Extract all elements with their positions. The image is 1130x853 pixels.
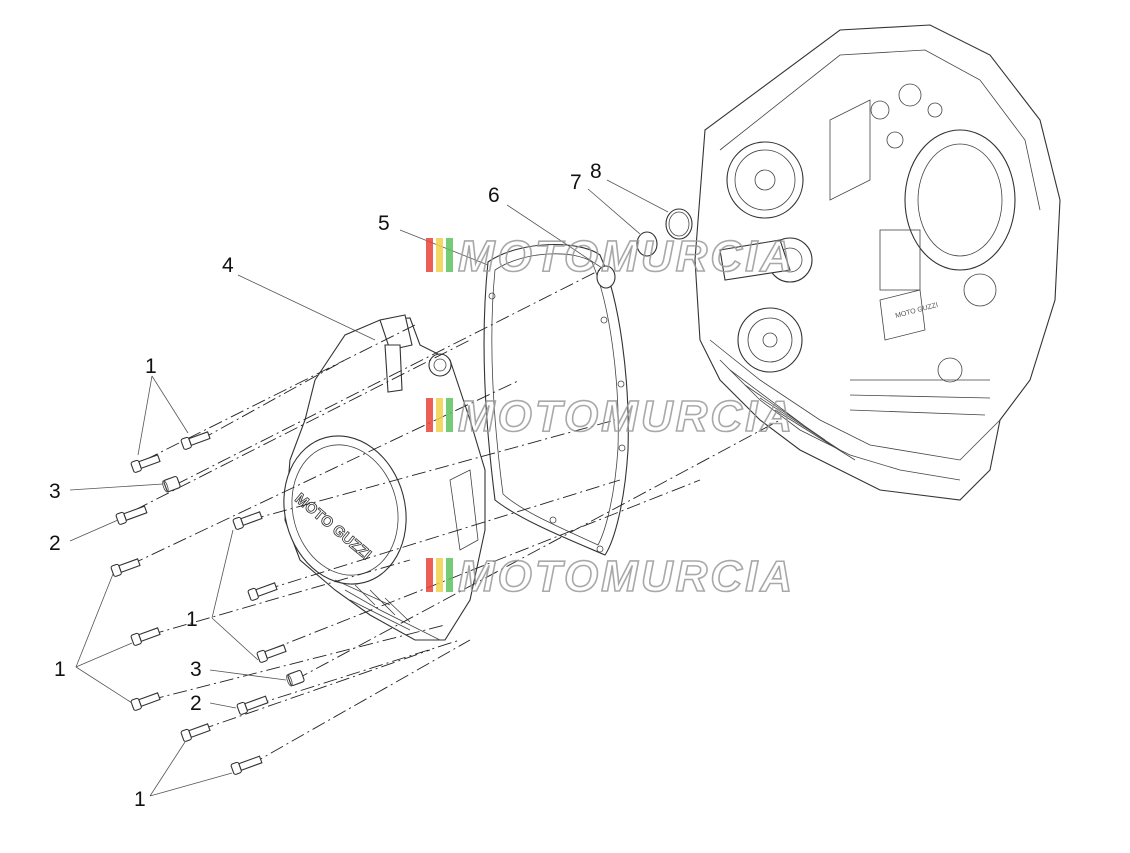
- callout-2: 2: [190, 692, 202, 715]
- callout-2: 2: [49, 532, 61, 555]
- callout-5: 5: [378, 212, 390, 235]
- bushes: [162, 475, 305, 687]
- watermark-text: MOTOMURCIA: [458, 552, 795, 601]
- watermark-text: MOTOMURCIA: [458, 232, 795, 281]
- watermark-top: MOTOMURCIA: [426, 231, 795, 282]
- callout-3: 3: [190, 658, 202, 681]
- engine-crankcase: MOTO GUZZI: [694, 24, 1061, 501]
- o-ring-7: [636, 231, 658, 257]
- callout-8: 8: [590, 160, 602, 183]
- callout-7: 7: [570, 171, 582, 194]
- watermark-middle: MOTOMURCIA: [426, 391, 795, 442]
- callout-1: 1: [134, 788, 146, 811]
- callout-numbers: 1 3 2 1 1 3 2 1 4 5 6 7 8: [49, 160, 602, 811]
- callout-1: 1: [54, 658, 66, 681]
- callout-3: 3: [49, 480, 61, 503]
- watermark-bottom: MOTOMURCIA: [426, 551, 795, 602]
- cover-gasket: [483, 244, 629, 556]
- assembly-lines: [129, 269, 781, 766]
- callout-4: 4: [222, 254, 234, 277]
- callout-1: 1: [186, 608, 198, 631]
- watermark-text: MOTOMURCIA: [458, 392, 795, 441]
- callout-1: 1: [145, 355, 157, 378]
- seal-6: [596, 265, 616, 289]
- screws: [110, 431, 287, 775]
- callout-6: 6: [488, 184, 500, 207]
- o-ring-8: [665, 208, 693, 240]
- leader-lines: [69, 179, 669, 797]
